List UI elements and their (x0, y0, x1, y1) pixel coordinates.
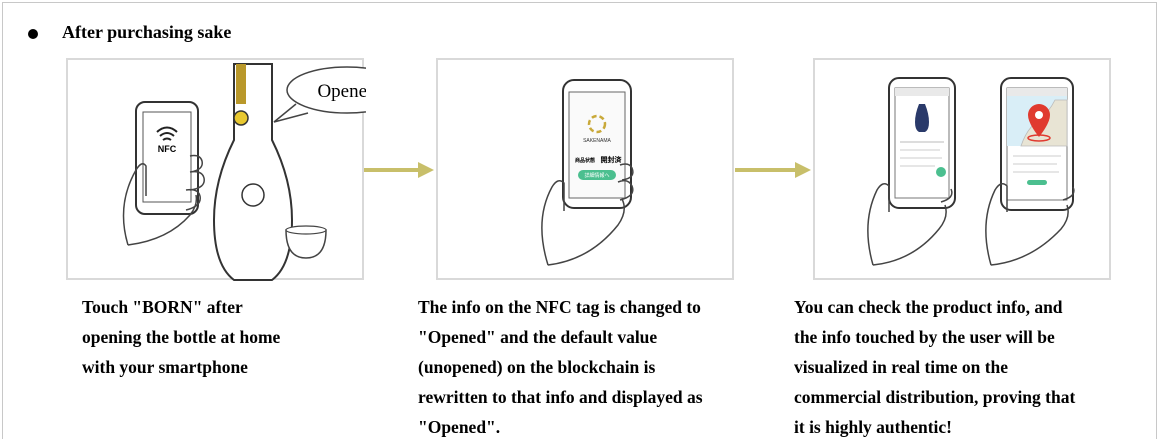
hand-icon (867, 183, 953, 266)
bullet-icon (28, 29, 38, 39)
step-3-caption: You can check the product info, and the … (794, 292, 1075, 442)
step-2-drawing: SAKENAMA 商品状態 開封済 詳細情報へ (541, 79, 634, 266)
app-name: SAKENAMA (583, 138, 611, 144)
caption-line: commercial distribution, proving that (794, 387, 1076, 407)
step-1-caption: Touch "BORN" after opening the bottle at… (82, 292, 280, 382)
caption-line: rewritten to that info and displayed as (418, 387, 703, 407)
sake-cup-icon (285, 229, 327, 259)
logo-icon (587, 114, 607, 134)
bubble-label: Opened (317, 81, 366, 102)
step-3-illustration (813, 58, 1111, 280)
nfc-wave-icon (156, 126, 178, 141)
status-label: 商品状態 (575, 157, 595, 164)
caption-line: "Opened". (418, 417, 501, 437)
caption-line: with your smartphone (82, 357, 248, 377)
step-2-illustration: SAKENAMA 商品状態 開封済 詳細情報へ (436, 58, 734, 280)
section-heading: After purchasing sake (62, 22, 232, 42)
caption-line: Touch "BORN" after (82, 297, 243, 317)
detail-button (578, 170, 616, 180)
caption-line: You can check the product info, and (794, 297, 1063, 317)
bottle-thumbnail (915, 104, 929, 132)
action-icon (936, 167, 946, 177)
step-1-illustration: NFC Opened (66, 58, 366, 281)
caption-line: visualized in real time on the (794, 357, 1009, 377)
step-1-drawing: NFC Opened (122, 63, 366, 281)
caption-line: The info on the NFC tag is changed to (418, 297, 701, 317)
step-2-caption: The info on the NFC tag is changed to "O… (418, 292, 703, 442)
arrow-icon (735, 162, 811, 178)
map-pin-icon (1027, 104, 1051, 142)
hand-icon (541, 163, 634, 266)
caption-line: "Opened" and the default value (418, 327, 658, 347)
arrow-icon (364, 162, 434, 178)
status-value: 開封済 (601, 155, 623, 164)
caption-line: (unopened) on the blockchain is (418, 357, 656, 377)
caption-line: it is highly authentic! (794, 417, 953, 437)
step-3-drawing (867, 77, 1075, 266)
caption-line: opening the bottle at home (82, 327, 281, 347)
speech-bubble: Opened (273, 66, 366, 123)
nfc-label: NFC (158, 144, 177, 154)
caption-line: the info touched by the user will be (794, 327, 1055, 347)
section-frame (2, 2, 1157, 439)
hand-icon (985, 183, 1075, 266)
hand-icon (122, 154, 205, 246)
sake-bottle-icon (212, 63, 294, 281)
detail-button-label: 詳細情報へ (584, 172, 609, 179)
